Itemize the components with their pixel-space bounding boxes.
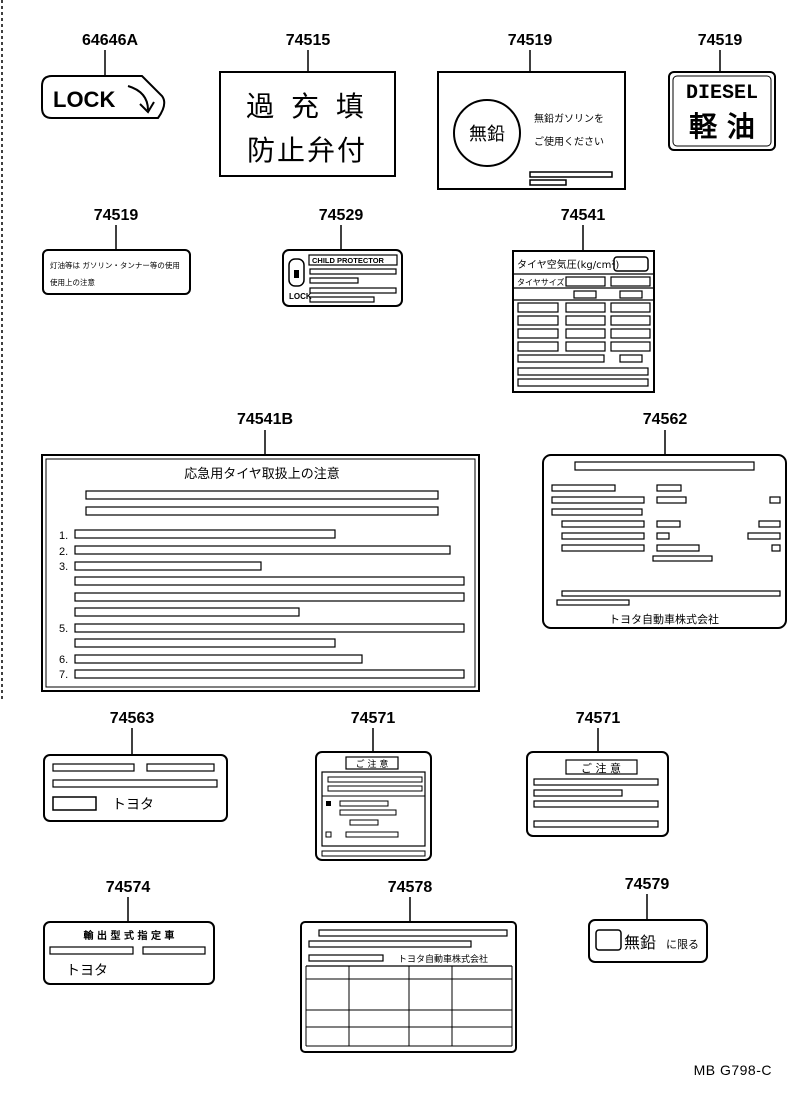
unleaded-only-text-a: 無鉛: [624, 933, 656, 952]
part-number-74515: 74515: [286, 32, 331, 49]
part-number-74541: 74541: [561, 207, 606, 224]
part-number-74571b: 74571: [576, 710, 621, 727]
child-protector-text: CHILD PROTECTOR: [312, 256, 385, 265]
part-number-74571a: 74571: [351, 710, 396, 727]
unleaded-text-1: 無鉛ガソリンを: [534, 112, 604, 125]
part-number-64646a: 64646A: [82, 32, 138, 49]
lock-text: LOCK: [53, 87, 115, 112]
part-number-74578: 74578: [388, 879, 433, 896]
label-74562: 74562 トヨタ自動車株式会社: [542, 411, 787, 629]
toyota-company-text-2: トヨタ自動車株式会社: [398, 953, 488, 965]
lock-knob-icon: [288, 258, 305, 287]
label-74571-a: 74571 ご 注 意: [315, 710, 432, 861]
label-74519-fuel-warning: 74519 灯油等は ガソリン・タンナー等の使用 使用上の注意: [42, 207, 191, 295]
toyota-text-74574: トヨタ: [66, 963, 108, 979]
label-74578: 74578 トヨタ自動車株式会社: [300, 879, 517, 1053]
toyota-company-text: トヨタ自動車株式会社: [609, 612, 719, 626]
label-74515: 74515 過 充 填 防止弁付: [219, 32, 396, 177]
label-74579: 74579 無鉛 に限る: [588, 876, 708, 963]
caution-text-b: ご 注 意: [581, 761, 621, 775]
part-number-74519b: 74519: [698, 32, 743, 49]
item-number-2: 2.: [59, 546, 68, 558]
part-number-74574: 74574: [106, 879, 151, 896]
part-number-74541b: 74541B: [237, 411, 293, 428]
part-number-74519a: 74519: [508, 32, 553, 49]
part-number-74519c: 74519: [94, 207, 139, 224]
item-number-6: 6.: [59, 654, 68, 666]
unleaded-text-2: ご使用ください: [534, 135, 604, 148]
label-64646a: 64646A LOCK: [41, 32, 166, 119]
arrow-icon: [127, 85, 155, 114]
item-number-3: 3.: [59, 561, 68, 573]
part-number-74562: 74562: [643, 411, 688, 428]
label-74541-tire-pressure: 74541 タイヤ空気圧(kg/cm²) タイヤサイズ: [512, 207, 655, 393]
item-number-5: 5.: [59, 623, 68, 635]
light-oil-text: 軽 油: [689, 110, 755, 143]
item-number-7: 7.: [59, 669, 68, 681]
unleaded-only-text-b: に限る: [666, 938, 699, 951]
part-number-74579: 74579: [625, 876, 670, 893]
overfill-line2: 防止弁付: [247, 134, 367, 167]
overfill-line1: 過 充 填: [246, 90, 368, 123]
tire-pressure-text: タイヤ空気圧(kg/cm²): [517, 258, 619, 271]
lock-small-text: LOCK: [289, 292, 312, 301]
type-approved-text: 輸 出 型 式 指 定 車: [84, 929, 175, 942]
label-74571-b: 74571 ご 注 意: [526, 710, 669, 837]
fuel-warning-line2: 使用上の注意: [50, 277, 95, 287]
item-number-1: 1.: [59, 530, 68, 542]
label-74529-child-protector: 74529 LOCK CHILD PROTECTOR: [282, 207, 403, 307]
label-74574: 74574 輸 出 型 式 指 定 車 トヨタ: [43, 879, 215, 985]
unleaded-circle-text: 無鉛: [469, 124, 505, 145]
spare-tire-title: 応急用タイヤ取扱上の注意: [184, 466, 340, 482]
part-number-74563: 74563: [110, 710, 155, 727]
diesel-text: DIESEL: [686, 82, 758, 105]
toyota-text-74563: トヨタ: [112, 797, 154, 813]
part-number-74529: 74529: [319, 207, 364, 224]
label-74541b-spare-tire: 74541B 応急用タイヤ取扱上の注意 1. 2. 3. 5. 6. 7.: [41, 411, 480, 692]
label-74519-diesel: 74519 DIESEL 軽 油: [668, 32, 776, 151]
caution-text-a: ご 注 意: [356, 758, 389, 770]
label-74519-unleaded: 74519 無鉛 無鉛ガソリンを ご使用ください: [437, 32, 626, 190]
fuel-warning-line1: 灯油等は ガソリン・タンナー等の使用: [50, 260, 180, 270]
diagram-reference: MB G798-C: [693, 1062, 772, 1078]
label-74563: 74563 トヨタ: [43, 710, 228, 822]
tire-size-text: タイヤサイズ: [517, 277, 565, 287]
